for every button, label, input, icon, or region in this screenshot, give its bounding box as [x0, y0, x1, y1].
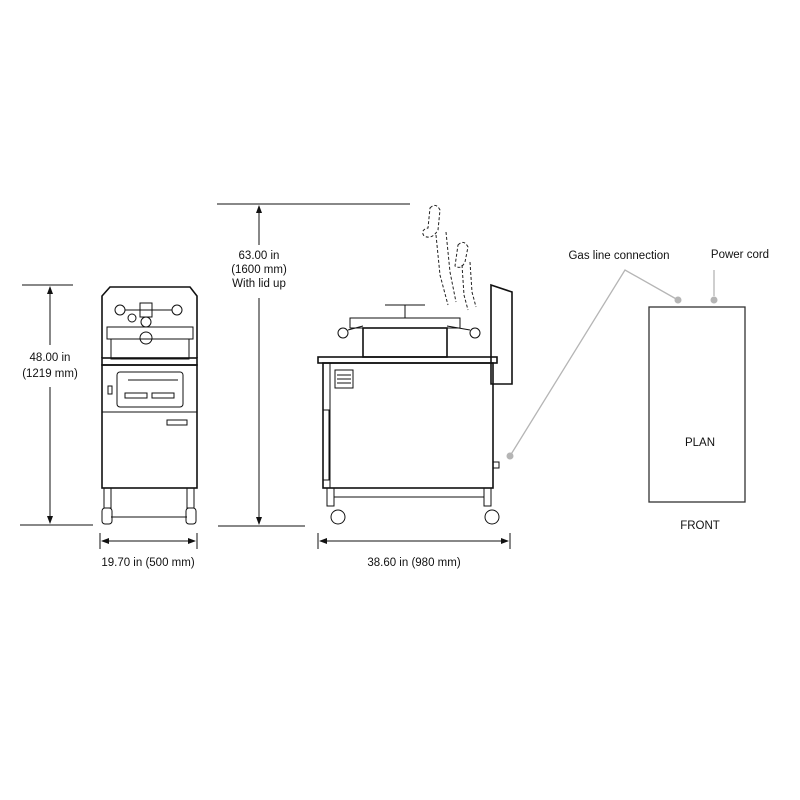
front-label: FRONT: [680, 520, 720, 532]
power-cord-callout: Power cord: [710, 249, 769, 304]
gas-line-callout: Gas line connection: [506, 250, 682, 460]
front-width-dimension: 19.70 in (500 mm): [99, 533, 198, 569]
side-height-dimension: 63.00 in (1600 mm) With lid up: [217, 203, 410, 527]
vent-grille: [334, 369, 354, 389]
power-cord-dot: [710, 296, 718, 304]
front-height-label: 48.00 in: [30, 352, 71, 364]
side-height-mm-label: (1600 mm): [231, 264, 287, 276]
side-depth-dimension: 38.60 in (980 mm): [317, 533, 511, 569]
plan-label: PLAN: [685, 437, 715, 449]
side-height-note: With lid up: [232, 278, 286, 290]
gas-connection-dot-plan: [674, 296, 682, 304]
side-view-fryer: [317, 204, 513, 525]
gas-line-label: Gas line connection: [568, 250, 669, 262]
plan-view: PLAN FRONT: [648, 306, 746, 532]
power-cord-label: Power cord: [711, 249, 769, 261]
front-height-dimension: 48.00 in (1219 mm): [20, 284, 93, 526]
side-depth-label: 38.60 in (980 mm): [367, 557, 460, 569]
side-height-label: 63.00 in: [239, 250, 280, 262]
gas-connection-dot-side: [506, 452, 514, 460]
front-width-label: 19.70 in (500 mm): [101, 557, 194, 569]
front-view-fryer: [101, 286, 198, 525]
front-height-mm-label: (1219 mm): [22, 368, 78, 380]
